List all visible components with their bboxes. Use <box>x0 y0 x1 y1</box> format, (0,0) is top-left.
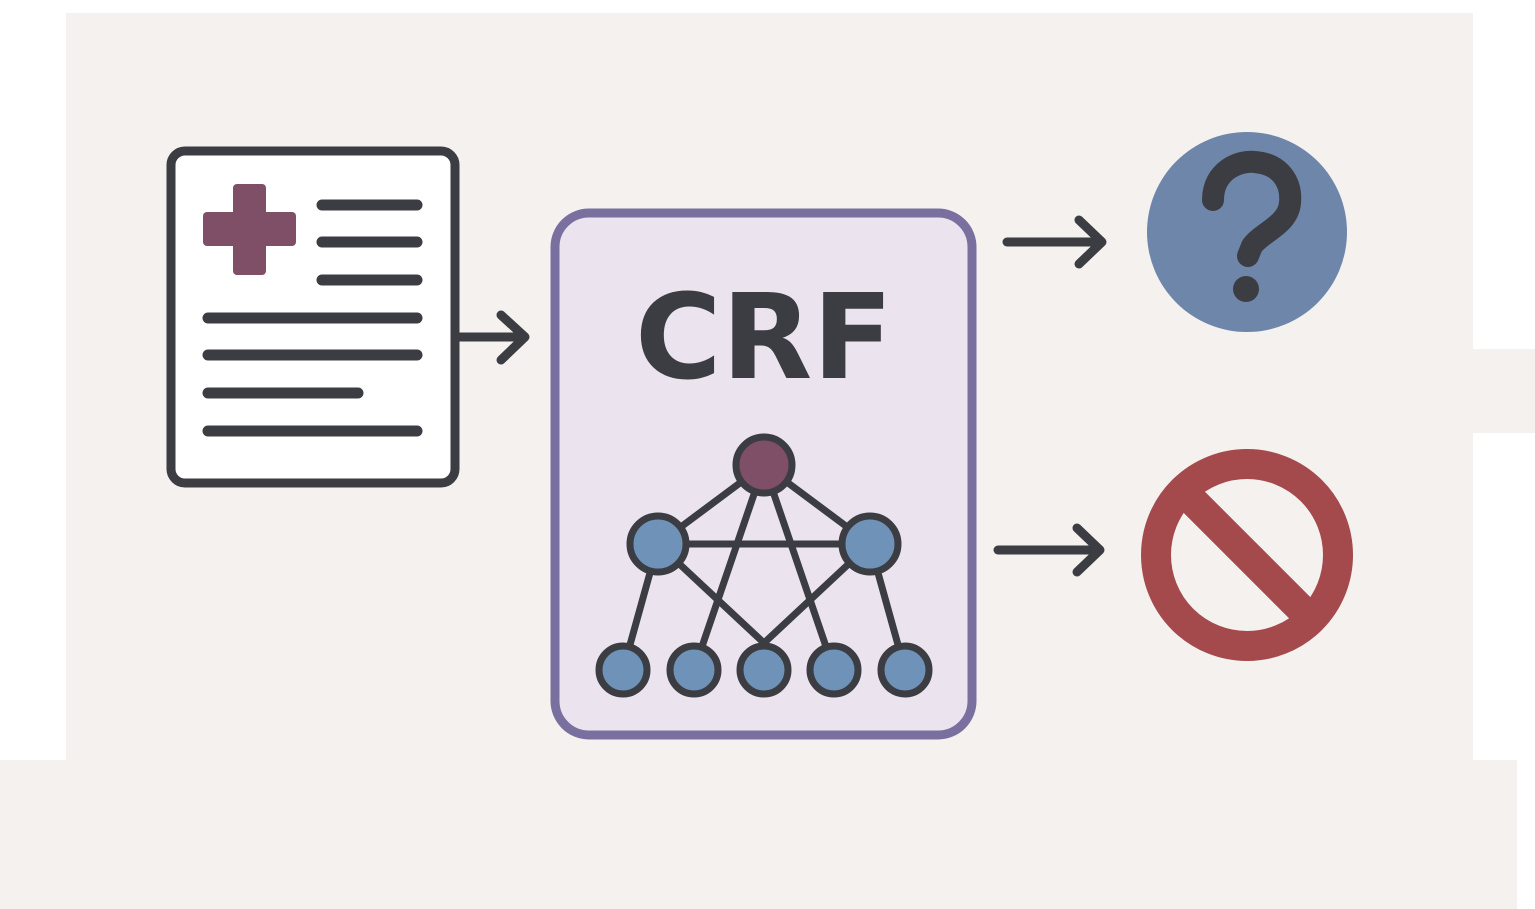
graph-node <box>595 642 651 698</box>
graph-node-root <box>732 433 796 497</box>
prohibited-icon <box>1141 449 1353 661</box>
medical-cross-icon <box>203 184 296 275</box>
graph-node <box>736 642 792 698</box>
graph-node <box>838 512 902 576</box>
graph-edge <box>690 461 768 674</box>
arrow-right-icon <box>454 310 530 365</box>
graph-node <box>806 642 862 698</box>
graph-node <box>877 642 933 698</box>
crf-label: CRF <box>635 268 893 406</box>
graph-node <box>626 512 690 576</box>
prohibited-bar <box>1175 483 1319 627</box>
background-panel-bottom <box>0 760 1517 909</box>
question-mark-stroke <box>1202 150 1302 267</box>
graph-nodes <box>595 433 933 698</box>
document-text-lines <box>202 199 423 437</box>
arrow-right-icon <box>993 523 1105 577</box>
crf-model-box: CRF <box>550 208 977 740</box>
question-mark-dot <box>1233 276 1259 302</box>
graph-edge <box>760 461 838 674</box>
medical-record-icon <box>166 146 460 488</box>
question-mark-icon <box>1147 132 1347 332</box>
graph-network-icon <box>595 433 933 698</box>
background-panel-side <box>1470 349 1535 433</box>
arrow-right-icon <box>1002 215 1107 269</box>
graph-node <box>666 642 722 698</box>
